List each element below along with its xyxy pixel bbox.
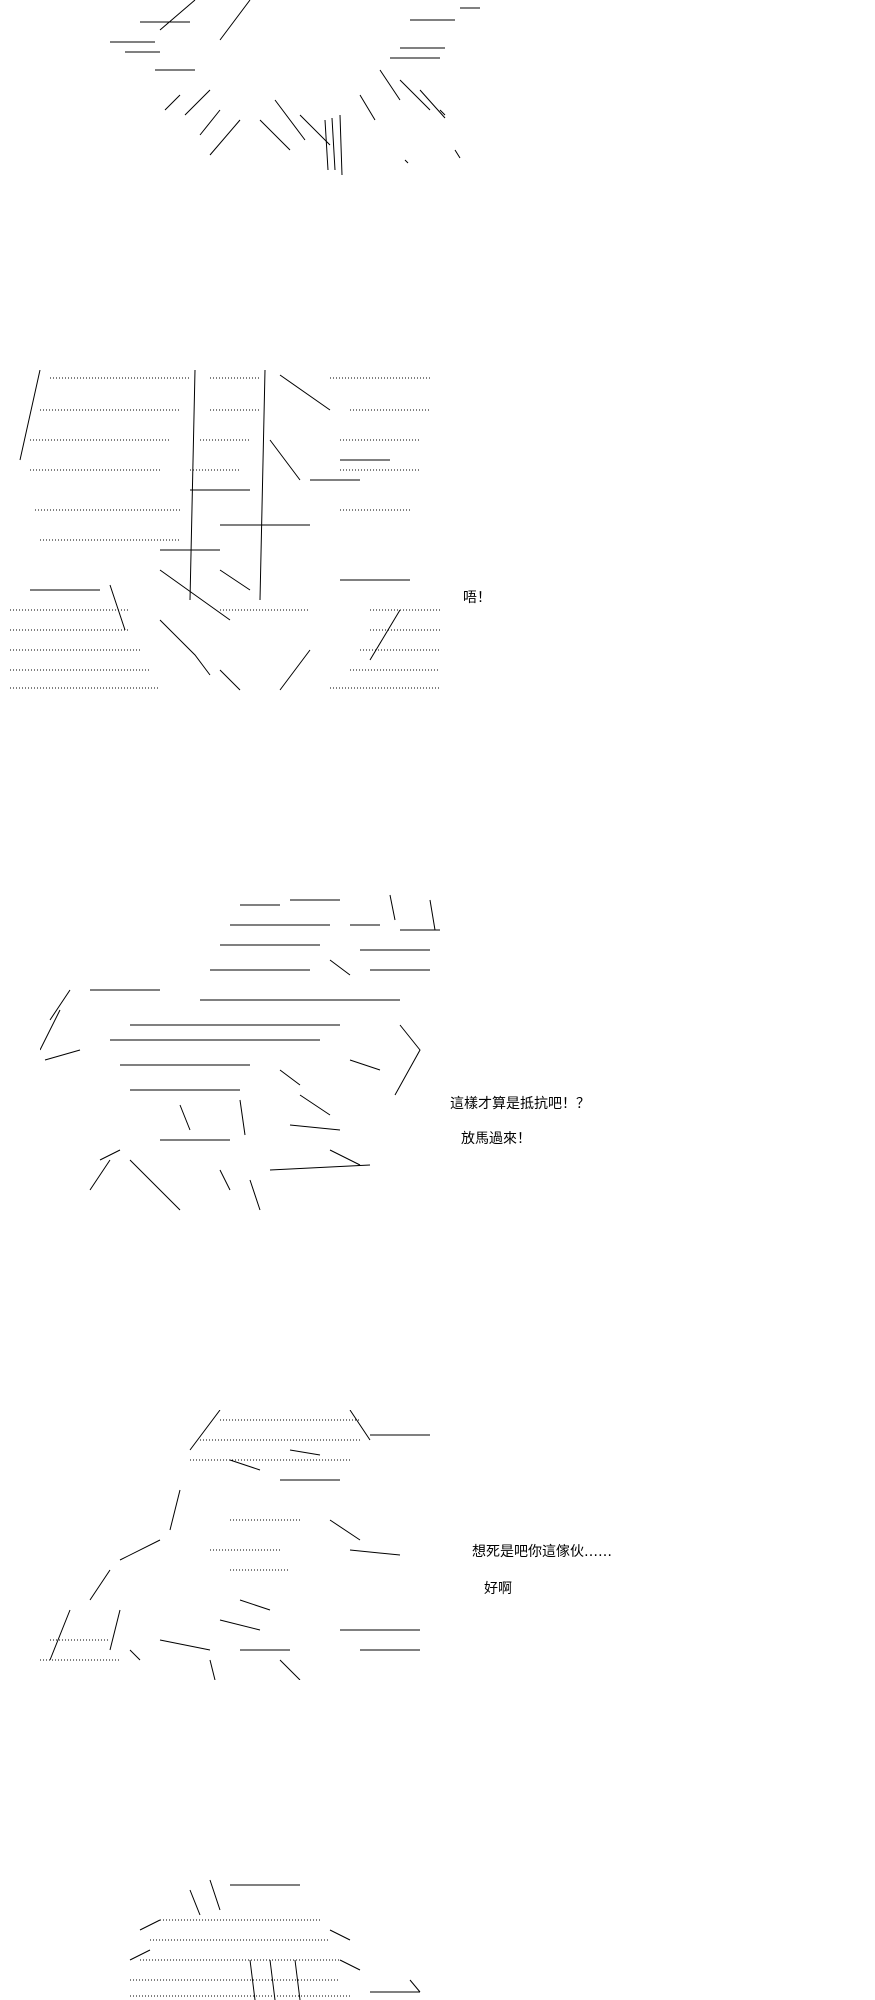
ascii-art-panel-4 (30, 1410, 470, 1680)
dialog-line: 唔！ (463, 590, 491, 606)
dialog-line: 這樣才算是抵抗吧！？ (450, 1096, 590, 1112)
ascii-art-panel-3 (40, 890, 450, 1220)
ascii-art-panel-2 (10, 370, 450, 700)
dialog-line: 好啊 (484, 1581, 512, 1597)
ascii-art-panel-1 (100, 0, 480, 180)
dialog-line: 想死是吧你這傢伙…… (472, 1544, 612, 1560)
ascii-art-panel-5 (120, 1860, 460, 2000)
dialog-line: 放馬過來！ (461, 1131, 531, 1147)
